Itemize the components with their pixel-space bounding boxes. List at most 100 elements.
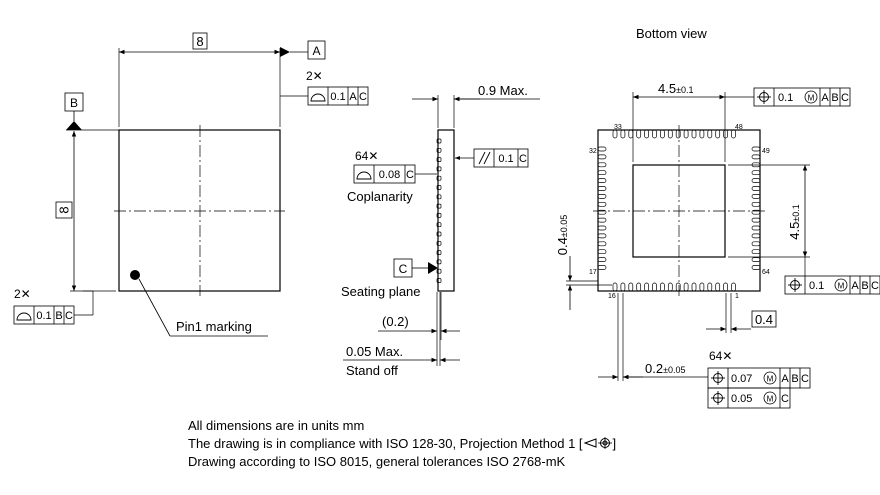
lead-pad-top xyxy=(620,129,626,139)
lead-pad-right xyxy=(751,154,761,160)
mmc-icon xyxy=(804,90,818,104)
fcf-position-lead-1: 0.07 M A B C xyxy=(707,367,811,389)
position-icon xyxy=(788,278,802,292)
fcf-parallelism: 0.1 C xyxy=(473,148,529,168)
pin-32-label: 32 xyxy=(589,148,597,155)
lead-pad-bottom xyxy=(731,282,736,292)
pad-width-text: 4.5±0.1 xyxy=(658,81,694,96)
lead-width-text: 0.2±0.05 xyxy=(645,361,686,376)
fcf-profile-top: 0.1 A C xyxy=(307,86,369,106)
projection-method-icon xyxy=(583,437,612,449)
profile-surface-icon xyxy=(356,171,372,180)
lead-pad-right xyxy=(751,257,761,262)
side-lead xyxy=(436,147,442,153)
count-2x-bottom: 2✕ xyxy=(14,287,31,301)
lead-pad-right xyxy=(751,194,761,199)
mmc-icon xyxy=(834,278,848,292)
lead-pad-left xyxy=(597,249,607,255)
side-view: 0.9 Max. 64✕ 0.08 C Coplanarity 0.1 C C xyxy=(341,83,540,378)
fcf-top-datum-2: C xyxy=(359,91,367,103)
datum-c-triangle xyxy=(428,262,438,274)
lead-width-tolerance: ±0.05 xyxy=(663,365,685,375)
pad-height-text: 4.5±0.1 xyxy=(787,204,802,240)
width-basic-box xyxy=(192,32,208,50)
lead-pad-left xyxy=(597,170,607,176)
bottom-view: Bottom view 33 48 32 49 17 64 16 1 4.5±0… xyxy=(555,26,880,409)
lead-pad-bottom xyxy=(620,282,626,292)
lead-pad-bottom xyxy=(660,282,665,292)
drawing-notes: All dimensions are in units mm The drawi… xyxy=(188,417,616,471)
fcf-lead-2-tolerance: 0.05 xyxy=(731,393,752,405)
side-lead xyxy=(436,250,442,255)
position-icon xyxy=(757,90,771,104)
profile-surface-icon xyxy=(16,312,32,321)
svg-text:M: M xyxy=(838,282,845,291)
lead-pad-right xyxy=(751,241,761,247)
height-max-value: 0.9 Max. xyxy=(478,83,528,98)
lead-pad-right xyxy=(751,217,761,223)
lead-pad-bottom xyxy=(612,282,618,292)
side-lead xyxy=(436,185,442,190)
note-projection-text: The drawing is in compliance with ISO 12… xyxy=(188,436,583,451)
side-lead xyxy=(436,175,442,181)
side-lead xyxy=(436,138,442,144)
lead-pad-left xyxy=(597,241,607,247)
side-lead xyxy=(436,203,442,209)
svg-text:M: M xyxy=(767,395,774,404)
pad-height-tolerance: ±0.1 xyxy=(791,204,801,221)
standoff-max-value: 0.05 Max. xyxy=(346,344,403,359)
side-lead xyxy=(436,166,442,172)
lead-pad-left xyxy=(597,257,607,262)
lead-pad-top xyxy=(628,129,634,139)
lead-pad-right xyxy=(751,249,761,255)
fcf-pad-top-tolerance: 0.1 xyxy=(778,92,793,104)
lead-pad-bottom xyxy=(628,282,634,292)
datum-a-triangle xyxy=(280,47,290,57)
lead-pad-left xyxy=(597,233,607,239)
side-lead xyxy=(436,213,442,218)
lead-pad-left xyxy=(597,186,607,191)
pin-64-label: 64 xyxy=(762,269,770,276)
fcf-top-datum-1: A xyxy=(349,91,357,103)
datum-c-label: C xyxy=(399,262,408,276)
lead-pad-top xyxy=(683,129,689,139)
lead-pad-left xyxy=(597,162,607,168)
datum-b-label: B xyxy=(70,96,78,110)
side-lead xyxy=(436,222,442,228)
lead-pad-right xyxy=(751,170,761,176)
fcf-profile-bottom: 0.1 B C xyxy=(13,305,75,325)
lead-pad-right xyxy=(751,265,761,270)
lead-pad-top xyxy=(675,129,681,139)
mmc-icon xyxy=(763,391,777,405)
lead-pad-right xyxy=(751,233,761,239)
lead-pad-left xyxy=(597,265,607,270)
fcf-pad-right-tolerance: 0.1 xyxy=(809,280,824,292)
lead-pad-top xyxy=(612,129,618,139)
lead-pad-top xyxy=(723,129,728,139)
position-icon xyxy=(711,371,725,385)
lead-pad-bottom xyxy=(715,282,721,292)
top-view: Pin1 marking 8 A 2✕ 0.1 A C B xyxy=(13,32,369,337)
pitch-value: 0.4 xyxy=(755,312,773,327)
coplanarity-datum: C xyxy=(406,169,414,181)
side-lead xyxy=(436,240,442,246)
lead-pad-left xyxy=(597,154,607,160)
lead-pad-top xyxy=(691,129,697,139)
lead-pad-left xyxy=(597,194,607,199)
lead-pad-right xyxy=(751,225,761,231)
pin-49-label: 49 xyxy=(762,148,770,155)
fcf-pad-top-datum-3: C xyxy=(841,92,849,104)
lead-pad-bottom xyxy=(723,282,728,292)
side-body xyxy=(437,129,455,292)
lead-pad-left xyxy=(597,217,607,223)
fcf-coplanarity: 0.08 C xyxy=(353,164,416,184)
lead-pad-left xyxy=(597,209,607,215)
fcf-lead-1-tolerance: 0.07 xyxy=(731,373,752,385)
mmc-icon xyxy=(763,371,777,385)
pin-17-label: 17 xyxy=(589,269,597,276)
lead-pad-bottom xyxy=(675,282,681,292)
lead-pad-bottom xyxy=(691,282,697,292)
lead-pad-top xyxy=(660,129,665,139)
coplanarity-value: 0.08 xyxy=(379,169,400,181)
